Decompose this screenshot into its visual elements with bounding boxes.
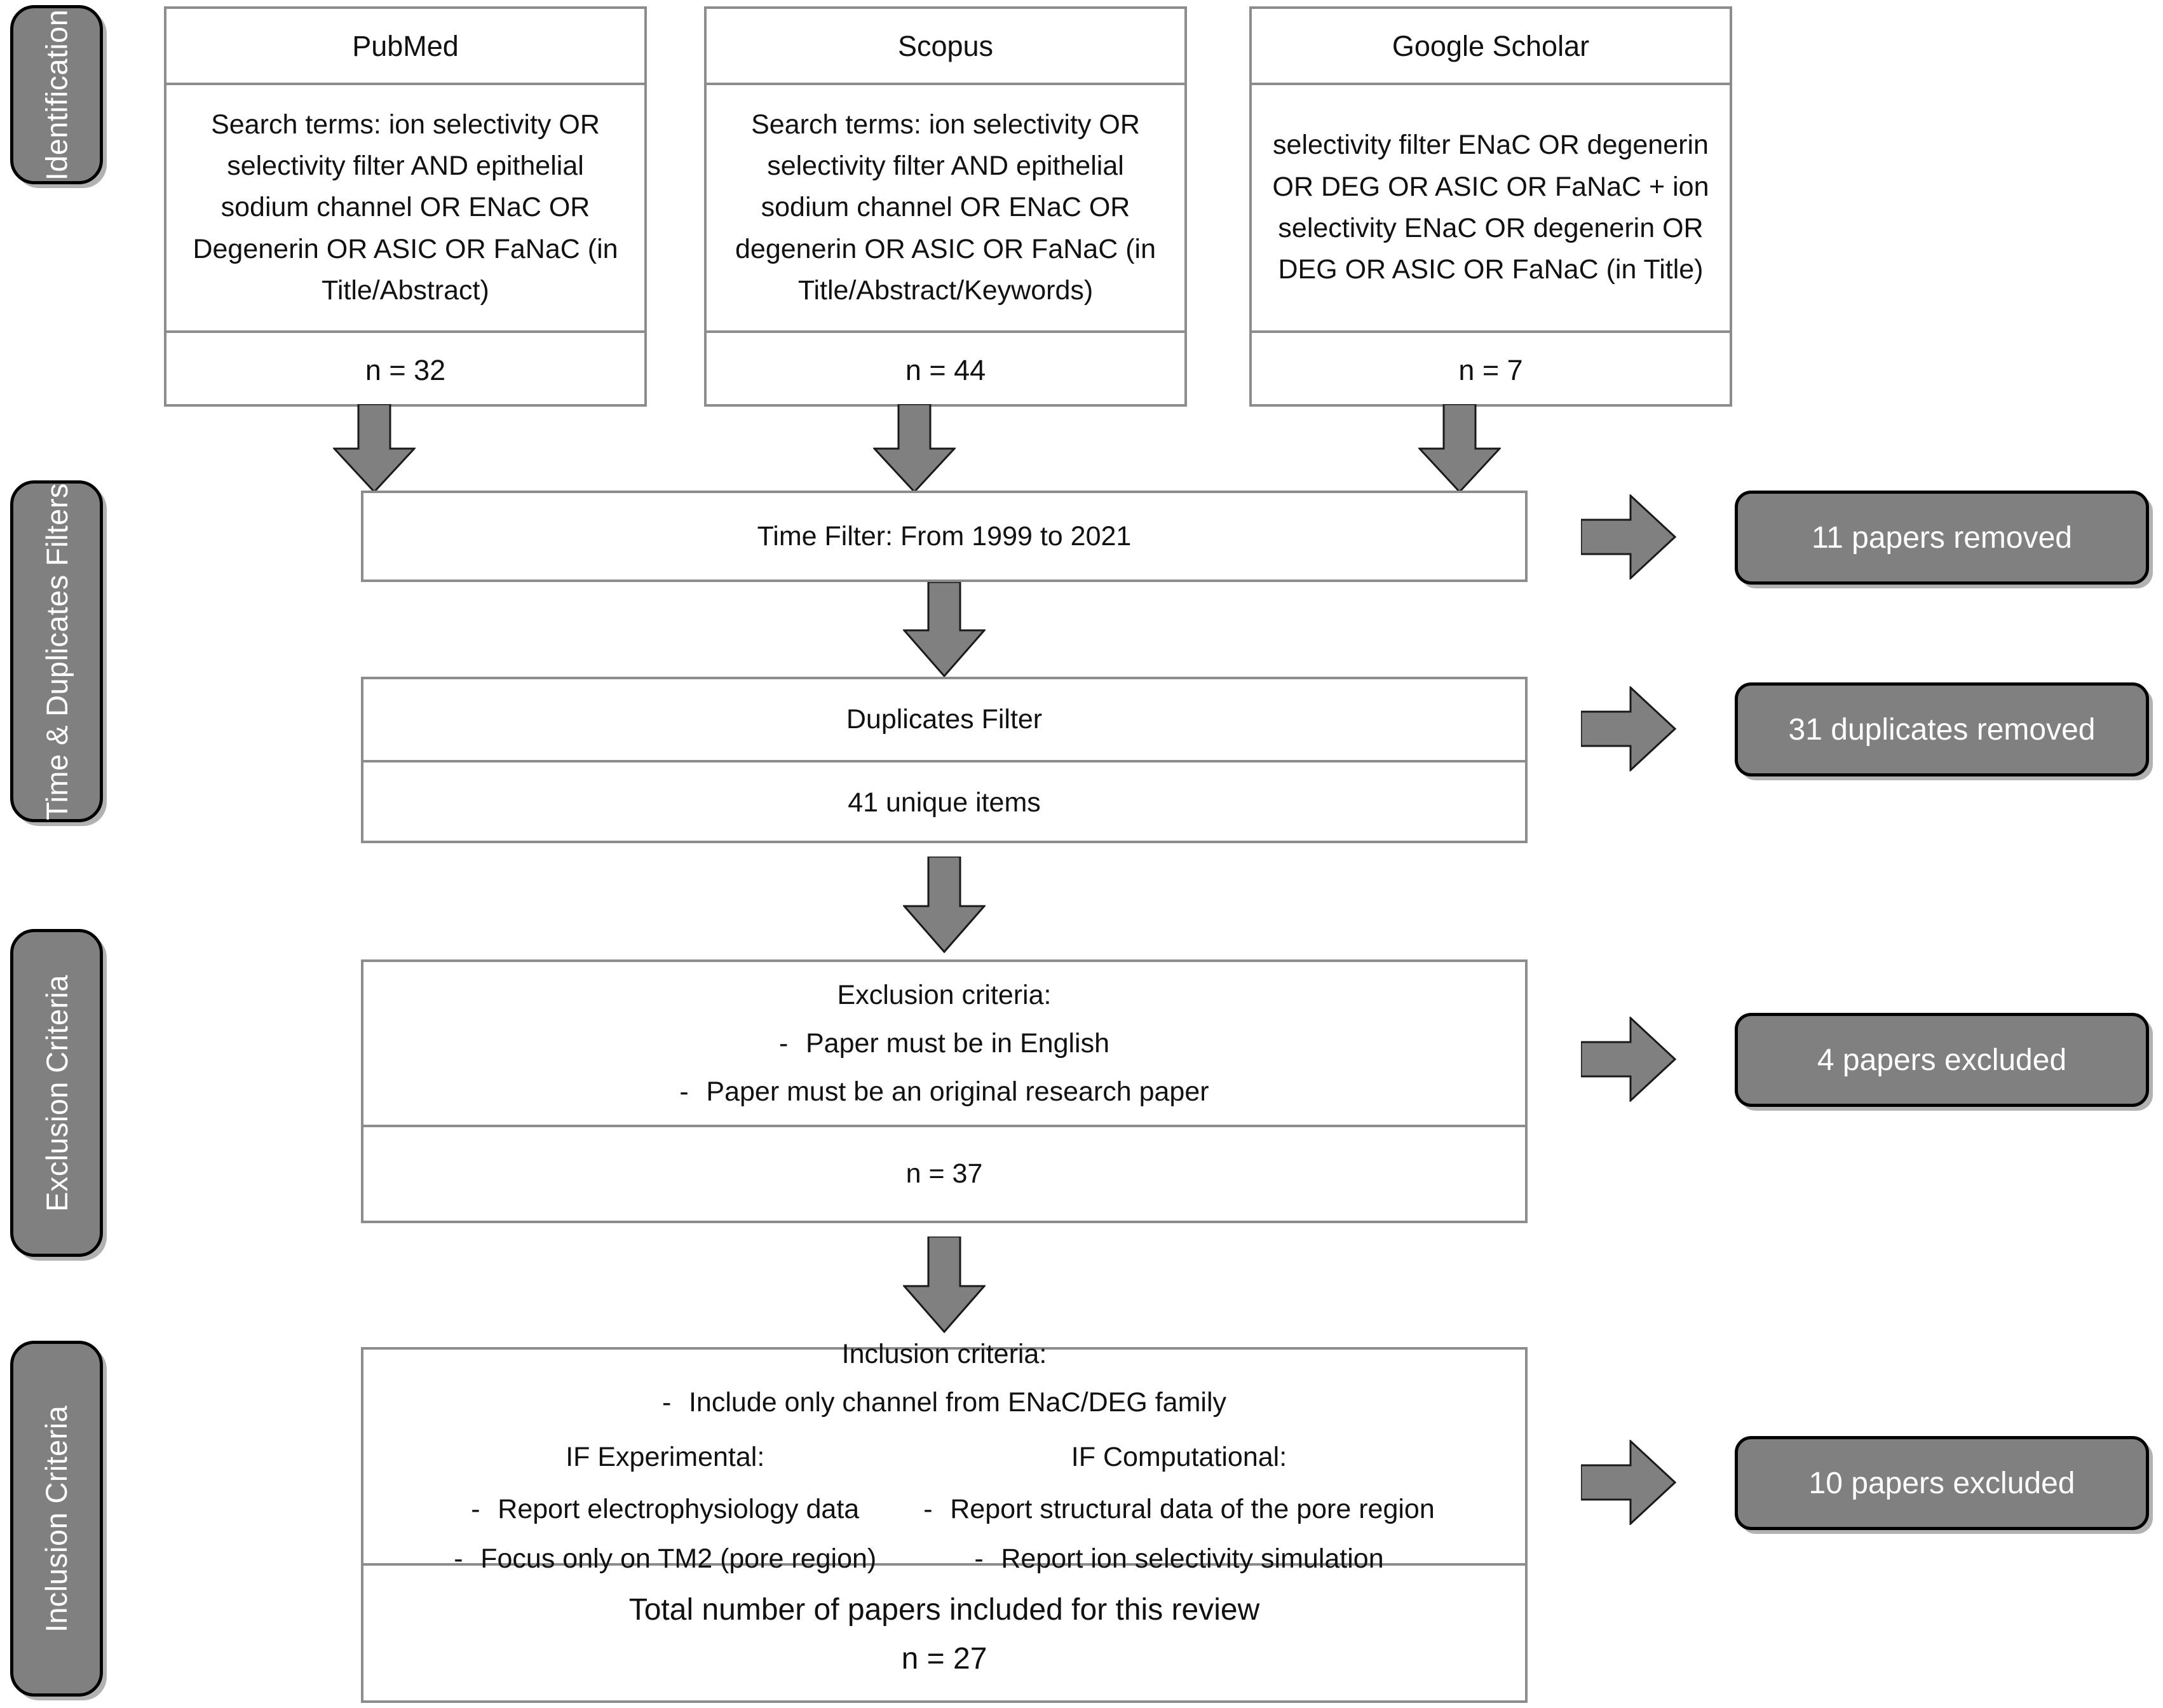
source-terms-cell: selectivity filter ENaC OR degenerin OR … <box>1252 85 1730 333</box>
pill-papers-excluded-4: 4 papers excluded <box>1735 1013 2149 1107</box>
inclusion-heading: Inclusion criteria: <box>841 1338 1047 1369</box>
source-name-google-scholar: Google Scholar <box>1392 29 1590 62</box>
exclusion-count-label: n = 37 <box>905 1158 983 1190</box>
exclusion-criteria-cell: Exclusion criteria: -Paper must be in En… <box>363 962 1525 1127</box>
pill-duplicates-removed: 31 duplicates removed <box>1735 682 2149 776</box>
source-terms-google-scholar: selectivity filter ENaC OR degenerin OR … <box>1272 130 1709 285</box>
experimental-bullet-1-text: Report electrophysiology data <box>498 1494 860 1525</box>
stage-label-time-duplicates: Time & Duplicates Filters <box>39 482 74 820</box>
time-filter-cell: Time Filter: From 1999 to 2021 <box>363 493 1525 580</box>
inclusion-main-bullet: -Include only channel from ENaC/DEG fami… <box>662 1383 1226 1421</box>
arrow-down-icon-scholar-to-timefilter <box>1418 404 1501 493</box>
bullet-dash-icon: - <box>974 1543 984 1575</box>
inclusion-column-experimental: IF Experimental: -Report electrophysiolo… <box>454 1438 876 1578</box>
experimental-bullet-1: -Report electrophysiology data <box>454 1490 876 1528</box>
experimental-bullet-2-text: Focus only on TM2 (pore region) <box>480 1543 877 1575</box>
arrow-down-icon-exclusion-to-inclusion <box>903 1237 986 1333</box>
inclusion-total-stack: Total number of papers included for this… <box>629 1589 1260 1680</box>
unique-items-label: 41 unique items <box>848 787 1041 818</box>
computational-bullet-1: -Report structural data of the pore regi… <box>923 1490 1435 1528</box>
bullet-dash-icon: - <box>454 1543 463 1575</box>
source-title-cell: Google Scholar <box>1252 9 1730 85</box>
pill-papers-removed-label: 11 papers removed <box>1811 520 2072 555</box>
inclusion-criteria-box: Inclusion criteria: -Include only channe… <box>361 1339 1528 1703</box>
arrow-down-icon-scopus-to-timefilter <box>873 404 956 493</box>
source-name-pubmed: PubMed <box>352 29 459 62</box>
source-terms-pubmed: Search terms: ion selectivity OR selecti… <box>193 109 618 306</box>
exclusion-bullet-1: -Paper must be in English <box>779 1024 1109 1062</box>
inclusion-columns: IF Experimental: -Report electrophysiolo… <box>375 1438 1514 1578</box>
computational-bullet-2-text: Report ion selectivity simulation <box>1001 1543 1384 1575</box>
source-name-scopus: Scopus <box>897 29 994 62</box>
arrow-down-icon-duplicates-to-exclusion <box>903 857 986 953</box>
exclusion-criteria-box: Exclusion criteria: -Paper must be in En… <box>361 959 1528 1223</box>
exclusion-bullet-1-text: Paper must be in English <box>805 1027 1110 1059</box>
duplicates-filter-cell: Duplicates Filter <box>363 679 1525 762</box>
source-terms-cell: Search terms: ion selectivity OR selecti… <box>166 85 644 333</box>
inclusion-total-label: Total number of papers included for this… <box>628 1592 1260 1627</box>
stage-label-identification: Identification <box>39 9 74 180</box>
inclusion-total-cell: Total number of papers included for this… <box>363 1566 1525 1703</box>
source-terms-scopus: Search terms: ion selectivity OR selecti… <box>735 109 1156 306</box>
source-box-pubmed: PubMed Search terms: ion selectivity OR … <box>164 6 647 407</box>
source-count-cell: n = 44 <box>707 333 1184 407</box>
exclusion-criteria-stack: Exclusion criteria: -Paper must be in En… <box>375 976 1514 1111</box>
exclusion-bullet-2: -Paper must be an original research pape… <box>679 1073 1209 1111</box>
unique-items-cell: 41 unique items <box>363 762 1525 843</box>
inclusion-total-count: n = 27 <box>901 1642 987 1676</box>
time-filter-box: Time Filter: From 1999 to 2021 <box>361 491 1528 582</box>
source-count-scopus: n = 44 <box>905 353 986 386</box>
bullet-dash-icon: - <box>679 1076 689 1108</box>
source-count-pubmed: n = 32 <box>365 353 446 386</box>
duplicates-filter-label: Duplicates Filter <box>846 704 1043 735</box>
arrow-down-icon-pubmed-to-timefilter <box>333 404 416 493</box>
arrow-right-icon-duplicates <box>1581 686 1676 771</box>
pill-papers-removed: 11 papers removed <box>1735 491 2149 585</box>
inclusion-criteria-stack: Inclusion criteria: -Include only channe… <box>375 1335 1514 1578</box>
experimental-bullet-2: -Focus only on TM2 (pore region) <box>454 1540 876 1578</box>
exclusion-bullet-2-text: Paper must be an original research paper <box>706 1076 1209 1108</box>
time-filter-label: Time Filter: From 1999 to 2021 <box>757 520 1132 552</box>
pill-papers-excluded-10-label: 10 papers excluded <box>1808 1466 2075 1500</box>
pill-papers-excluded-4-label: 4 papers excluded <box>1817 1043 2067 1077</box>
source-count-cell: n = 32 <box>166 333 644 407</box>
inclusion-criteria-cell: Inclusion criteria: -Include only channe… <box>363 1339 1525 1574</box>
source-count-cell: n = 7 <box>1252 333 1730 407</box>
bullet-dash-icon: - <box>778 1027 789 1059</box>
bullet-dash-icon: - <box>661 1386 672 1418</box>
computational-bullet-1-text: Report structural data of the pore regio… <box>950 1494 1435 1525</box>
stage-bar-time-duplicates: Time & Duplicates Filters <box>10 480 103 822</box>
source-box-scopus: Scopus Search terms: ion selectivity OR … <box>704 6 1187 407</box>
stage-label-exclusion-criteria: Exclusion Criteria <box>39 974 74 1212</box>
computational-bullet-2: -Report ion selectivity simulation <box>923 1540 1435 1578</box>
arrow-right-icon-inclusion <box>1581 1440 1676 1525</box>
inclusion-column-computational: IF Computational: -Report structural dat… <box>923 1438 1435 1578</box>
bullet-dash-icon: - <box>471 1494 480 1525</box>
exclusion-heading: Exclusion criteria: <box>837 979 1052 1010</box>
experimental-heading: IF Experimental: <box>566 1441 765 1472</box>
arrow-right-icon-time-filter <box>1581 494 1676 580</box>
pill-papers-excluded-10: 10 papers excluded <box>1735 1436 2149 1530</box>
exclusion-count-cell: n = 37 <box>363 1127 1525 1221</box>
arrow-right-icon-exclusion <box>1581 1017 1676 1102</box>
inclusion-main-bullet-text: Include only channel from ENaC/DEG famil… <box>688 1386 1227 1418</box>
pill-duplicates-removed-label: 31 duplicates removed <box>1788 712 2096 747</box>
source-title-cell: PubMed <box>166 9 644 85</box>
source-terms-cell: Search terms: ion selectivity OR selecti… <box>707 85 1184 333</box>
source-count-google-scholar: n = 7 <box>1458 353 1523 386</box>
computational-heading: IF Computational: <box>1071 1441 1287 1472</box>
arrow-down-icon-timefilter-to-duplicates <box>903 582 986 677</box>
stage-bar-exclusion-criteria: Exclusion Criteria <box>10 929 103 1257</box>
bullet-dash-icon: - <box>923 1494 933 1525</box>
stage-bar-inclusion-criteria: Inclusion Criteria <box>10 1341 103 1697</box>
source-box-google-scholar: Google Scholar selectivity filter ENaC O… <box>1249 6 1732 407</box>
stage-label-inclusion-criteria: Inclusion Criteria <box>39 1405 74 1632</box>
duplicates-filter-box: Duplicates Filter 41 unique items <box>361 677 1528 843</box>
stage-bar-identification: Identification <box>10 5 103 184</box>
source-title-cell: Scopus <box>707 9 1184 85</box>
